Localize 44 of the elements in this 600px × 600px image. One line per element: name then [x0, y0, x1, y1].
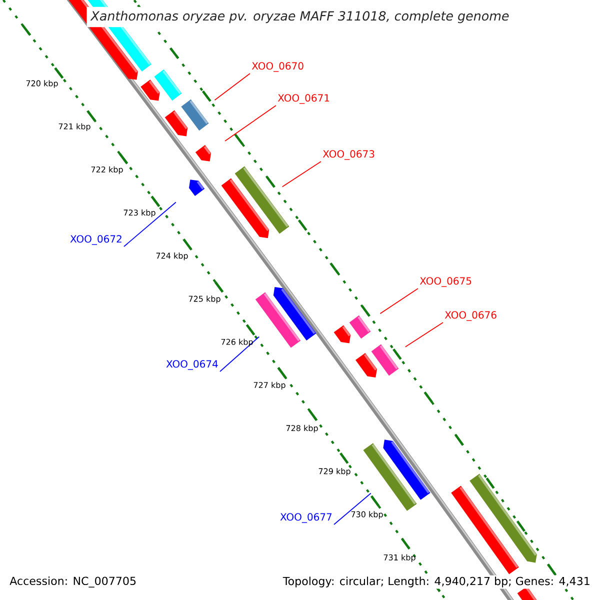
gene-segment	[349, 315, 371, 339]
gene-label: XOO_0675	[420, 277, 472, 287]
gene-segment	[371, 344, 399, 376]
tick-label: 727 kbp	[254, 382, 286, 390]
tick-label: 722 kbp	[91, 166, 123, 174]
tick-label: 720 kbp	[26, 80, 58, 88]
tick-label: 721 kbp	[58, 123, 90, 131]
gene-segment	[189, 180, 205, 196]
tick-label: 728 kbp	[286, 424, 318, 433]
leader-line	[220, 336, 260, 372]
gene-segment	[164, 110, 188, 136]
tick-label: 726 kbp	[221, 338, 253, 346]
gene-label: XOO_0672	[70, 235, 122, 245]
leader-line	[214, 73, 250, 101]
leader-line	[282, 161, 322, 188]
gene-segment	[334, 325, 351, 344]
leader-line	[224, 105, 276, 142]
gene-segment	[221, 178, 270, 238]
title: Xanthomonas oryzae pv. oryzae MAFF 311018, complete genome	[86, 6, 514, 28]
tick-label: 724 kbp	[156, 252, 188, 260]
gene-segment	[356, 353, 377, 378]
gene-segment	[273, 287, 316, 340]
accession-text: Accession: NC_007705	[10, 576, 136, 588]
gene-label: XOO_0673	[322, 150, 374, 160]
gene-label: XOO_0674	[166, 360, 218, 370]
gene-segment	[140, 80, 160, 101]
leader-line	[334, 492, 372, 525]
leader-line	[124, 202, 176, 247]
gene-segment	[181, 99, 209, 131]
summary-text: Topology: circular; Length: 4,940,217 bp; Genes: 4,431	[282, 575, 592, 589]
gene-label: XOO_0670	[252, 62, 304, 72]
gene-segment	[470, 474, 537, 563]
tick-label: 731 kbp	[384, 554, 416, 562]
leader-line	[380, 288, 418, 314]
gene-segment	[383, 440, 430, 500]
leader-line	[404, 322, 444, 348]
gene-segment	[195, 145, 211, 162]
gene-label: XOO_0677	[280, 513, 332, 523]
gene-label: XOO_0671	[278, 94, 330, 104]
gene-label: XOO_0676	[444, 311, 496, 321]
tick-label: 723 kbp	[124, 209, 156, 218]
tick-label: 729 kbp	[318, 468, 350, 476]
tick-label: 725 kbp	[188, 296, 220, 304]
tick-label: 730 kbp	[351, 511, 383, 519]
